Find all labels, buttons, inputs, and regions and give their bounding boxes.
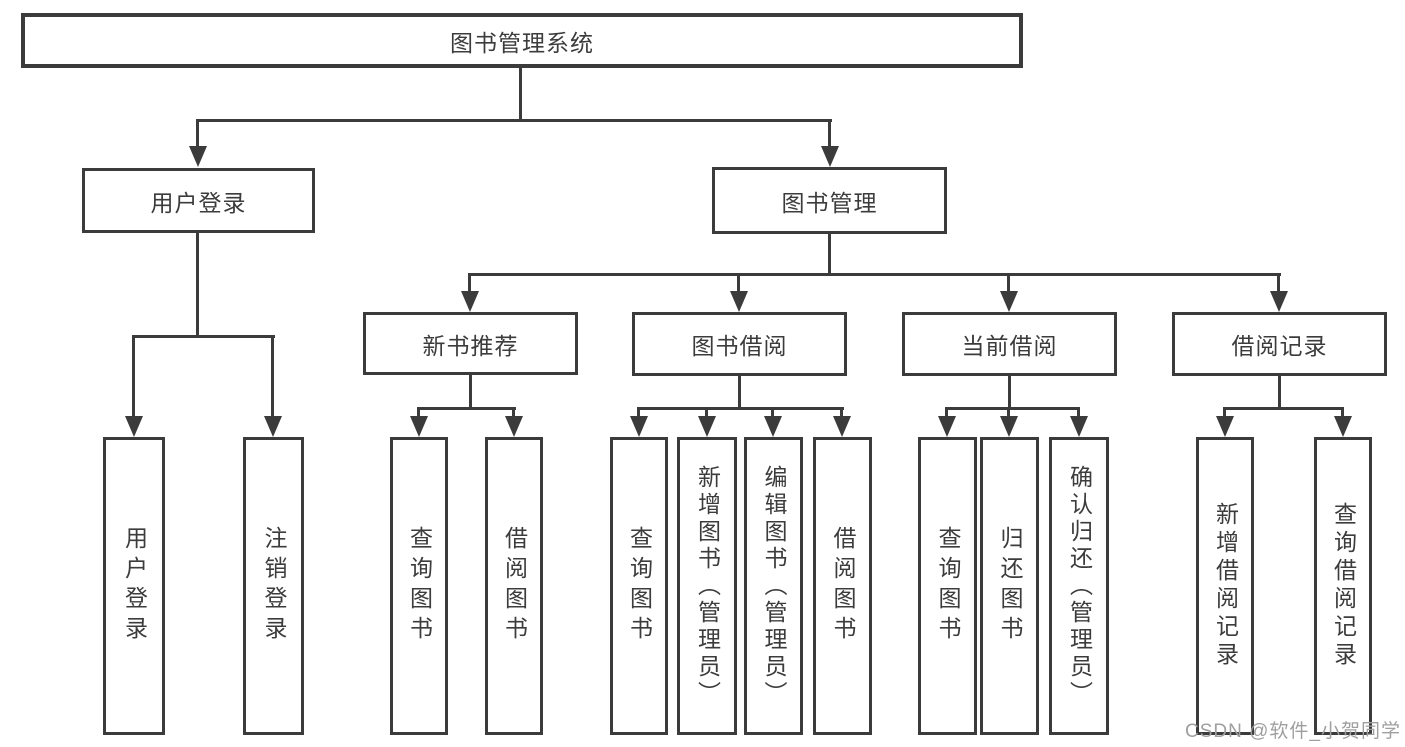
leaf-label: 用户登录 [121,526,148,646]
leaf-label: 查询图书 [626,526,653,646]
node-book-mgmt: 图书管理 [712,167,947,234]
node-root-system: 图书管理系统 [21,13,1023,68]
connector-new-book-rec-branch [417,407,516,410]
node-label: 新书推荐 [422,332,519,359]
connector-book-borrow-stem [738,376,741,407]
connector-borrow-record-branch [1223,407,1344,410]
node-label: 图书借阅 [691,333,788,359]
node-label: 借阅记录 [1231,333,1328,359]
node-user-login: 用户登录 [82,168,315,233]
leaf-label: 查询借阅记录 [1330,502,1357,670]
node-label: 用户登录 [150,189,247,216]
arrow-to-book-mgmt [821,119,839,167]
leaf-cb-query-books: 查询图书 [918,437,977,735]
connector-book-borrow-branch [637,407,844,410]
leaf-label: 借阅图书 [501,526,528,646]
connector-user-login-branch [132,335,275,338]
leaf-bb-edit-books: 编辑图书（管理员） [744,437,803,735]
leaf-label: 借阅图书 [830,526,856,646]
leaf-user-login: 用户登录 [103,437,165,735]
leaf-rec-borrow-books: 借阅图书 [485,437,543,735]
node-label: 图书管理 [781,189,878,216]
arrow-to-book-borrow [730,273,748,312]
arrow-to-leaf-cb-query [938,407,956,437]
arrow-to-leaf-bb-edit [764,407,782,437]
leaf-label: 查询图书 [406,526,433,646]
arrow-to-current-borrow [1000,273,1018,312]
leaf-br-add-record: 新增借阅记录 [1196,437,1254,735]
csdn-watermark: CSDN @软件_小贺同学 [1185,721,1401,742]
arrow-to-leaf-rec-query [410,407,428,437]
leaf-bb-query-books: 查询图书 [610,437,668,735]
leaf-label: 新增图书（管理员） [694,464,721,708]
connector-current-borrow-stem [1008,376,1011,407]
connector-book-mgmt-branch [468,273,1281,276]
arrow-to-leaf-br-query [1334,407,1352,437]
arrow-to-leaf-cb-return [1000,407,1018,437]
leaf-label: 新增借阅记录 [1212,502,1239,670]
connector-user-login-stem [196,233,199,335]
node-borrow-record: 借阅记录 [1172,312,1387,376]
leaf-label: 注销登录 [261,526,287,646]
arrow-to-leaf-logout [264,335,282,437]
connector-new-book-rec-stem [469,375,472,407]
connector-book-mgmt-stem [828,234,831,273]
node-book-borrow: 图书借阅 [632,312,847,376]
arrow-to-leaf-bb-borrow [833,407,851,437]
node-label: 当前借阅 [961,333,1058,359]
leaf-br-query-record: 查询借阅记录 [1314,437,1372,735]
arrow-to-leaf-bb-query [630,407,648,437]
arrow-to-leaf-cb-confirm [1070,407,1088,437]
leaf-bb-borrow-books: 借阅图书 [813,437,872,735]
node-current-borrow: 当前借阅 [902,312,1117,376]
leaf-label: 归还图书 [997,526,1023,646]
arrow-to-new-book-rec [461,273,479,312]
arrow-to-borrow-record [1270,273,1288,312]
connector-root-stem [519,68,522,119]
leaf-bb-add-books: 新增图书（管理员） [677,437,737,735]
leaf-cb-return-books: 归还图书 [980,437,1039,735]
connector-current-borrow-branch [945,407,1080,410]
arrow-to-user-login [189,119,207,167]
node-new-book-rec: 新书推荐 [363,312,578,375]
node-label: 图书管理系统 [450,29,594,56]
leaf-logout: 注销登录 [243,437,304,735]
connector-borrow-record-stem [1278,376,1281,407]
arrow-to-leaf-bb-add [698,407,716,437]
arrow-to-leaf-br-add [1216,407,1234,437]
arrow-to-leaf-rec-borrow [505,407,523,437]
leaf-label: 查询图书 [935,526,961,646]
leaf-label: 编辑图书（管理员） [761,464,787,708]
leaf-cb-confirm-return: 确认归还（管理员） [1049,437,1109,735]
leaf-label: 确认归还（管理员） [1066,464,1093,708]
connector-root-branch [196,119,832,122]
arrow-to-leaf-user-login [125,335,143,437]
leaf-rec-query-books: 查询图书 [390,437,448,735]
